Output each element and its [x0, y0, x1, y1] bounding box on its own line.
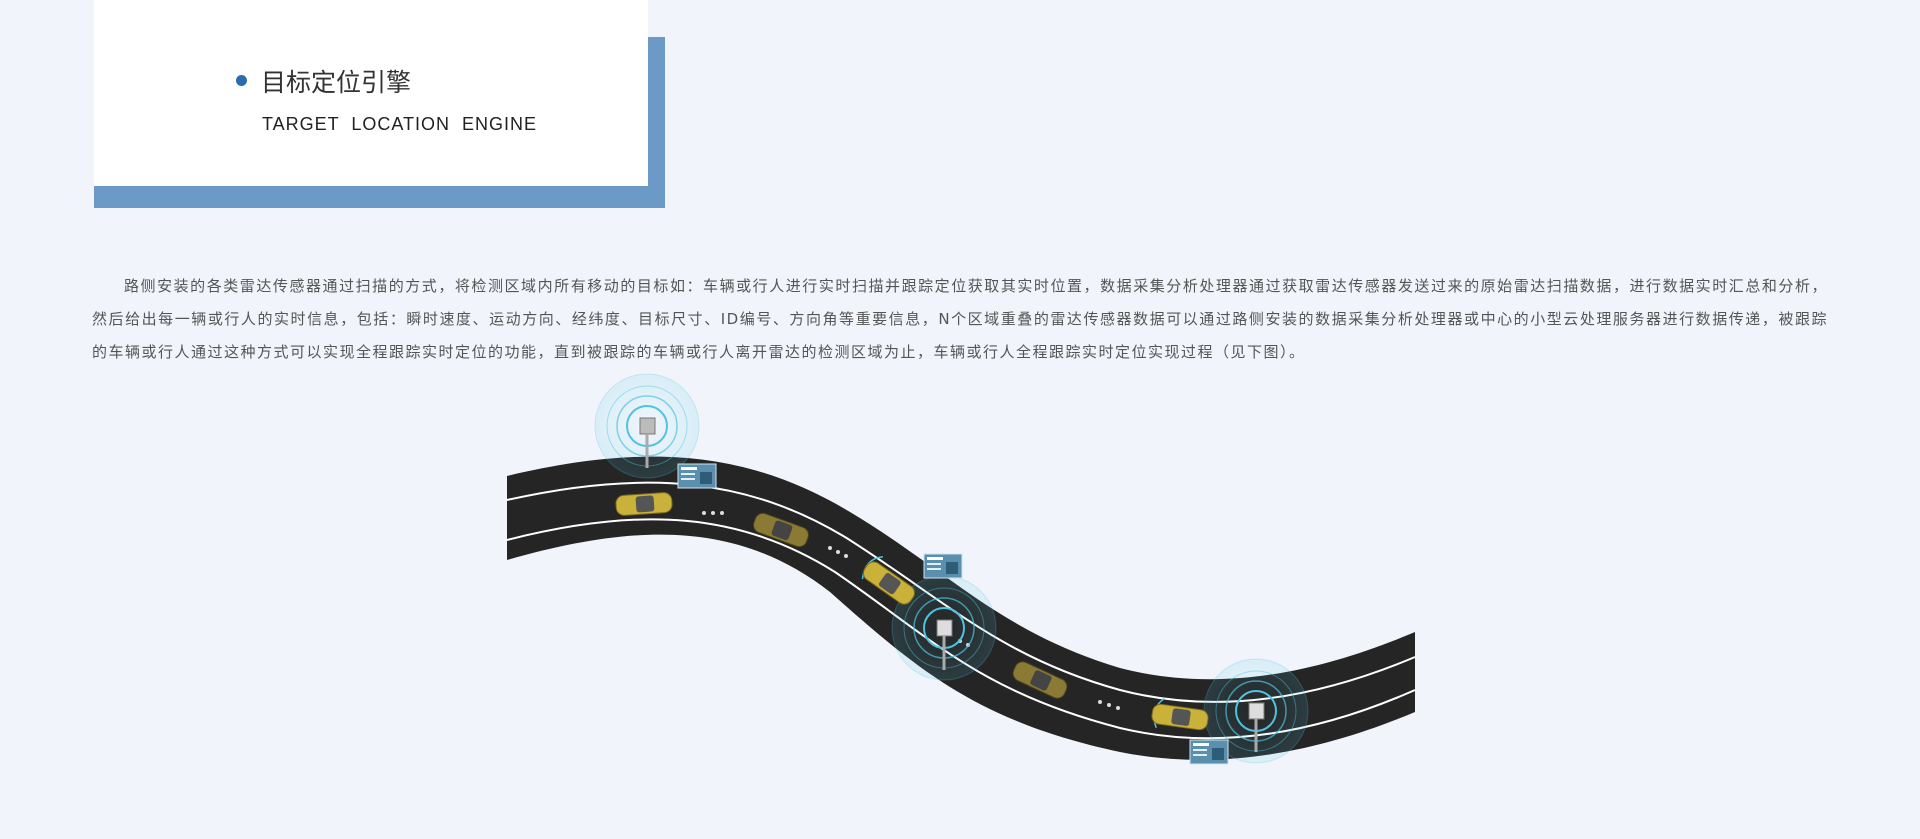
vehicle-icon	[861, 556, 916, 605]
data-panel-icon	[1189, 739, 1229, 765]
data-panel-icon	[923, 553, 963, 579]
title-bullet-icon	[236, 75, 247, 86]
section-title: 目标定位引擎	[261, 68, 412, 97]
description-paragraph: 路侧安装的各类雷达传感器通过扫描的方式，将检测区域内所有移动的目标如：车辆或行人…	[92, 277, 1828, 361]
vehicle-icon	[1151, 698, 1209, 731]
section-subtitle: TARGET LOCATION ENGINE	[262, 114, 538, 134]
radar-sensor-icon	[1203, 658, 1309, 764]
data-panel-icon	[677, 463, 717, 489]
radar-sensor-icon	[594, 373, 700, 479]
vehicle-icon	[1012, 661, 1068, 699]
section-header-card	[94, 0, 648, 186]
vehicle-icon	[753, 512, 809, 548]
vehicle-icon	[615, 492, 673, 516]
radar-tracking-illustration	[506, 373, 1416, 765]
